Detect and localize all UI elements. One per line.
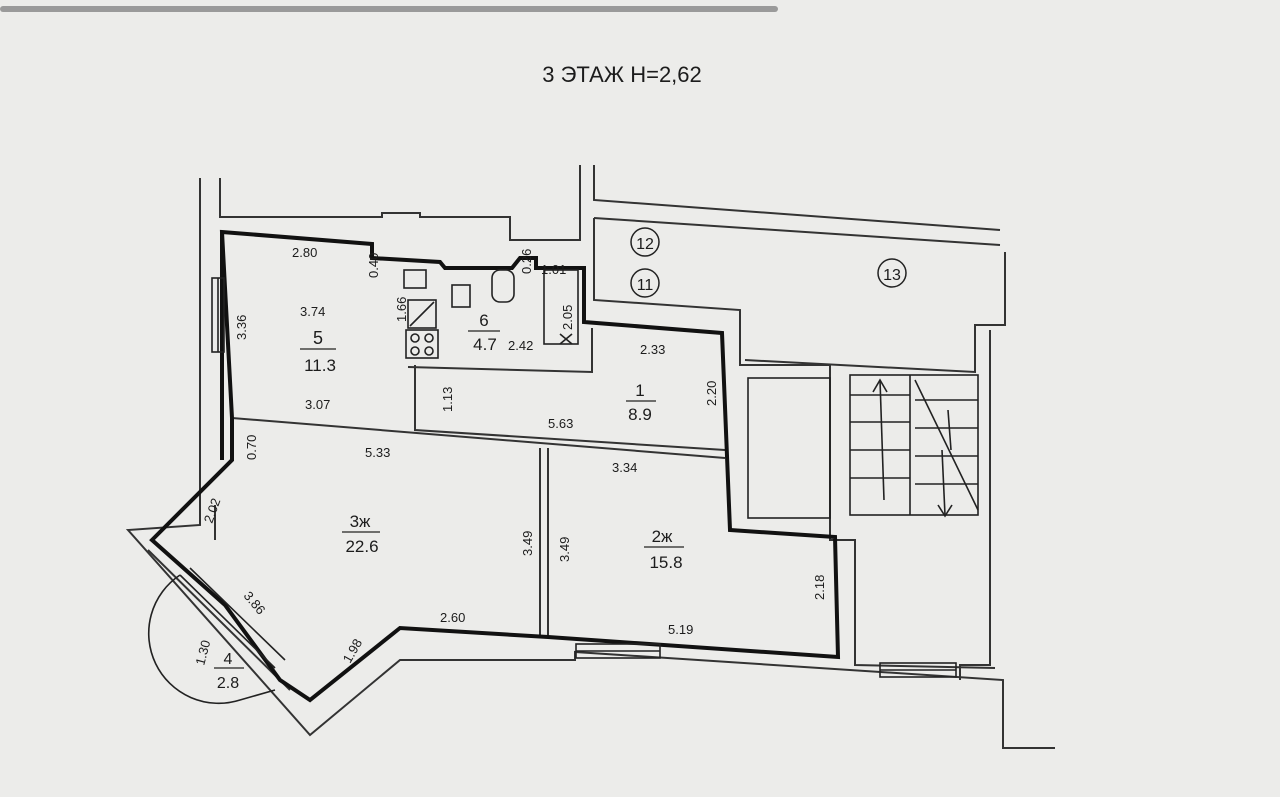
dim-2-18: 2.18: [812, 575, 827, 600]
axis-markers: 11 12 13: [630, 227, 907, 298]
dim-2-05: 2.05: [560, 305, 575, 330]
room-6-area: 4.7: [473, 335, 497, 354]
axis-marker-13: [877, 258, 907, 288]
dim-2-42: 2.42: [508, 338, 533, 353]
room-2-number: 2ж: [652, 527, 673, 546]
dim-3-74: 3.74: [300, 304, 325, 319]
dim-5-19: 5.19: [668, 622, 693, 637]
room-5-number: 5: [313, 328, 323, 348]
dim-1-13: 1.13: [440, 387, 455, 412]
dim-2-33: 2.33: [640, 342, 665, 357]
dim-5-33: 5.33: [365, 445, 390, 460]
axis-marker-11-label: 11: [637, 277, 654, 294]
dim-2-20: 2.20: [704, 381, 719, 406]
dim-2-02: 2.02: [201, 496, 224, 525]
dim-0-40: 0.40: [366, 253, 381, 278]
dim-0-70: 0.70: [244, 435, 259, 460]
room-4-number: 4: [224, 651, 233, 668]
dim-1-66: 1.66: [394, 297, 409, 322]
dim-2-60: 2.60: [440, 610, 465, 625]
apartment-outline: [149, 229, 841, 703]
room-1-number: 1: [635, 381, 644, 400]
progress-bar: [0, 6, 778, 12]
room-3-area: 22.6: [345, 537, 378, 556]
room-5-area: 11.3: [304, 356, 336, 375]
dim-3-86: 3.86: [241, 588, 269, 617]
dim-2-80: 2.80: [292, 245, 317, 260]
dim-3-49a: 3.49: [520, 531, 535, 556]
dim-3-34: 3.34: [612, 460, 637, 475]
building-shell: [125, 165, 1055, 749]
room-labels: 5 11.3 6 4.7 1 8.9 3ж 22.6 2ж 15.8 4 2.8: [214, 311, 684, 692]
dim-3-49b: 3.49: [557, 537, 572, 562]
axis-marker-12-label: 12: [636, 236, 654, 253]
dimension-labels: 2.80 0.40 3.74 3.36 1.66 0.26 1.01 2.05 …: [192, 245, 827, 667]
room-6-number: 6: [479, 311, 488, 330]
dim-5-63: 5.63: [548, 416, 573, 431]
dim-3-07: 3.07: [305, 397, 330, 412]
dim-1-01: 1.01: [541, 262, 566, 277]
fixtures: [403, 269, 579, 359]
room-1-area: 8.9: [628, 405, 652, 424]
floor-title: 3 ЭТАЖ Н=2,62: [542, 62, 702, 87]
room-3-number: 3ж: [350, 512, 371, 531]
room-2-area: 15.8: [649, 553, 682, 572]
axis-marker-13-label: 13: [883, 267, 901, 284]
axis-marker-11: [630, 268, 660, 298]
dim-1-30: 1.30: [192, 638, 213, 666]
axis-marker-12: [630, 227, 660, 257]
staircase: [747, 374, 979, 519]
room-4-area: 2.8: [217, 675, 239, 692]
dim-3-36: 3.36: [234, 315, 249, 340]
dim-0-26: 0.26: [519, 249, 534, 274]
windows: [147, 277, 957, 705]
